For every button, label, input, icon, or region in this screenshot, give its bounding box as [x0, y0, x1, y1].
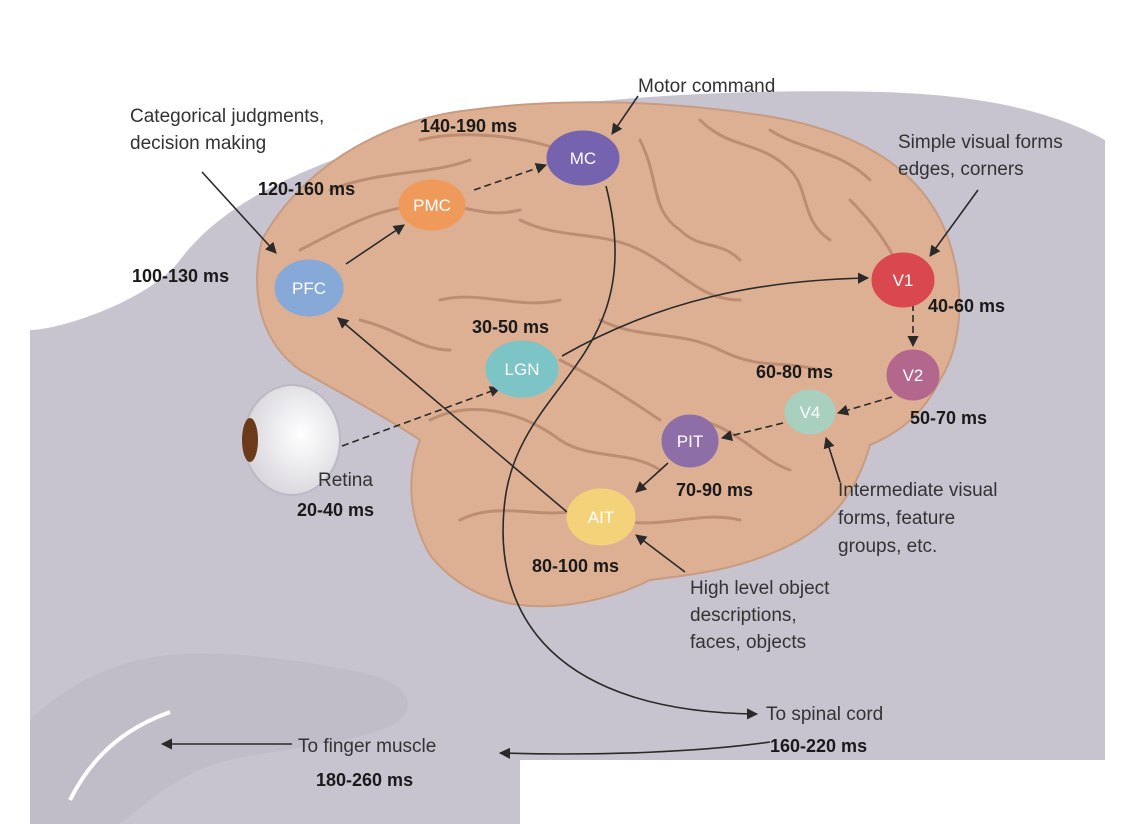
node-mc: MC — [546, 130, 620, 186]
hand-silhouette — [30, 653, 408, 824]
intermediate-line-1: Intermediate visual — [838, 480, 997, 501]
arrow-motor-command-to-mc — [611, 95, 639, 135]
latency-lgn: 30-50 ms — [472, 317, 549, 337]
arrow-simple-visual-to-v1 — [929, 189, 979, 257]
finger-muscle-latency: 180-260 ms — [316, 770, 413, 790]
head-top-outline — [30, 82, 1105, 330]
brain-folds — [298, 118, 912, 525]
arrow-lgn-to-v1 — [561, 272, 870, 357]
node-pfc: PFC — [274, 259, 344, 317]
spinal-cord-latency: 160-220 ms — [770, 736, 867, 756]
eye — [242, 384, 341, 496]
node-lgn: LGN — [485, 340, 559, 398]
node-mc-label: MC — [570, 149, 596, 168]
simple-visual-line-1: Simple visual forms — [898, 132, 1063, 153]
arrow-mc-to-spinal-cord — [502, 185, 759, 720]
categorical-line-2: decision making — [130, 133, 266, 154]
node-lgn-shape — [485, 340, 559, 398]
arrow-pit-to-ait — [635, 462, 669, 493]
node-v1-label: V1 — [893, 271, 914, 290]
finger-muscle-label: To finger muscle — [298, 736, 436, 757]
node-v4: V4 — [784, 389, 836, 435]
latency-pfc: 100-130 ms — [132, 266, 229, 286]
node-pmc-shape — [398, 179, 466, 231]
arrow-retina-to-lgn — [341, 386, 502, 447]
arrow-pfc-to-pmc — [345, 224, 405, 265]
latency-v4: 60-80 ms — [756, 362, 833, 382]
node-pmc-label: PMC — [413, 196, 451, 215]
neck-outline — [520, 760, 1105, 824]
node-v2-shape — [886, 349, 940, 401]
latency-pmc: 120-160 ms — [258, 179, 355, 199]
node-v4-label: V4 — [800, 403, 821, 422]
node-ait-shape — [566, 488, 636, 546]
latency-v1: 40-60 ms — [928, 296, 1005, 316]
node-v1: V1 — [871, 252, 935, 308]
spinal-cord-label: To spinal cord — [766, 704, 883, 725]
node-ait: AIT — [566, 488, 636, 546]
node-lgn-label: LGN — [505, 360, 540, 379]
motor-command-label: Motor command — [638, 76, 775, 97]
node-pit-shape — [661, 414, 719, 468]
high-level-line-2: descriptions, — [690, 605, 797, 626]
arrow-intermediate-to-v4 — [823, 436, 841, 483]
latency-pit: 70-90 ms — [676, 480, 753, 500]
node-pit: PIT — [661, 414, 719, 468]
node-pmc: PMC — [398, 179, 466, 231]
intermediate-line-3: groups, etc. — [838, 536, 937, 557]
node-pfc-label: PFC — [292, 279, 326, 298]
latency-v2: 50-70 ms — [910, 408, 987, 428]
node-v2-label: V2 — [903, 366, 924, 385]
latency-mc: 140-190 ms — [420, 116, 517, 136]
node-ait-label: AIT — [588, 508, 614, 527]
categorical-line-1: Categorical judgments, — [130, 106, 324, 127]
retina-latency: 20-40 ms — [297, 500, 374, 520]
finger-line — [68, 710, 171, 801]
node-v4-shape — [784, 389, 836, 435]
arrow-spinal-to-finger-a — [498, 741, 771, 759]
node-v2: V2 — [886, 349, 940, 401]
arrow-categorical-to-pfc — [201, 171, 277, 254]
arrow-ait-to-pfc — [337, 317, 568, 513]
connections — [160, 95, 979, 759]
intermediate-line-2: forms, feature — [838, 508, 955, 529]
high-level-line-1: High level object — [690, 578, 830, 599]
high-level-label: High level object descriptions, faces, o… — [690, 578, 835, 653]
intermediate-visual-label: Intermediate visual forms, feature group… — [838, 480, 1003, 557]
retina-label: Retina — [318, 470, 373, 491]
node-mc-shape — [546, 130, 620, 186]
categorical-label: Categorical judgments, decision making — [130, 106, 330, 154]
node-pfc-shape — [274, 259, 344, 317]
arrow-high-level-to-ait — [635, 534, 686, 573]
arrow-pmc-to-mc — [473, 163, 548, 191]
simple-visual-line-2: edges, corners — [898, 159, 1024, 180]
arrow-v2-to-v4 — [836, 396, 893, 416]
latency-ait: 80-100 ms — [532, 556, 619, 576]
node-v1-shape — [871, 252, 935, 308]
node-pit-label: PIT — [677, 432, 703, 451]
simple-visual-label: Simple visual forms edges, corners — [898, 132, 1068, 180]
high-level-line-3: faces, objects — [690, 632, 806, 653]
